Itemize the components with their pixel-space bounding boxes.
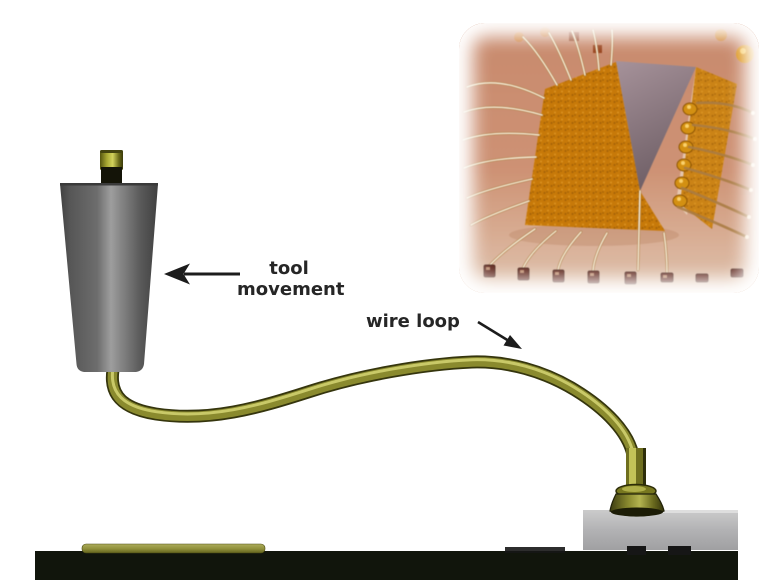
- left-arrow: [164, 263, 240, 285]
- ball-bond: [609, 448, 665, 517]
- down-right-arrow: [477, 320, 522, 349]
- chip-photo: [459, 23, 759, 293]
- v-notch: [616, 61, 696, 191]
- pad-notches: [505, 546, 691, 555]
- bond-wires: [461, 28, 757, 275]
- tool-wire-stub: [100, 150, 123, 185]
- chip-die: [525, 62, 665, 231]
- wire-loop-label: wire loop: [366, 311, 460, 332]
- bonded-wire-strip: [81, 543, 266, 554]
- chip-photo-inset: [459, 23, 759, 293]
- bond-pad: [583, 510, 738, 550]
- bottom-pad-row: [483, 264, 744, 285]
- wire-loop-graphic: [105, 355, 643, 495]
- substrate-bar: [35, 551, 738, 580]
- bonding-tool: [60, 150, 158, 372]
- gold-bond-pads: [672, 102, 698, 208]
- tool-movement-label: tool movement: [237, 258, 345, 300]
